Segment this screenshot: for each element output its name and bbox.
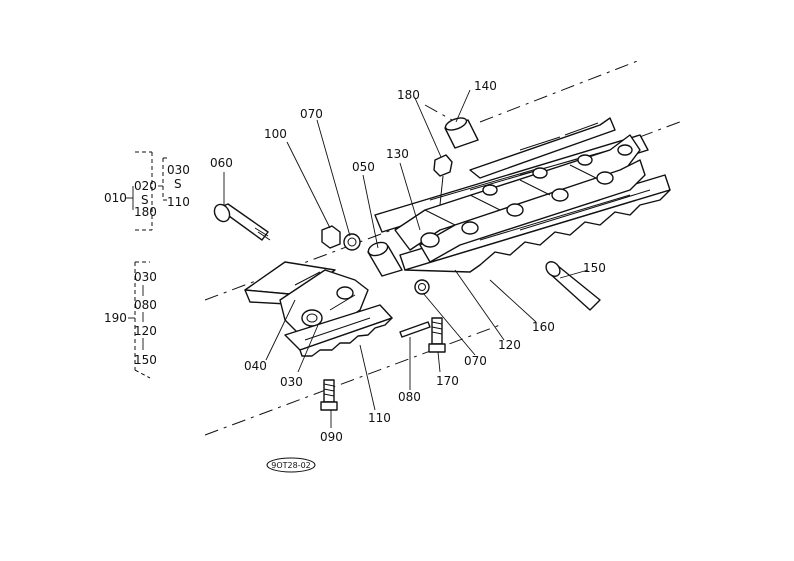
pin-150 xyxy=(545,261,601,311)
callout-bracket-010 xyxy=(126,151,170,231)
callout-060: 060 xyxy=(210,156,233,170)
callout-190-080: 080 xyxy=(134,298,157,312)
callout-050: 050 xyxy=(352,160,375,174)
callout-100: 100 xyxy=(264,127,287,141)
callout-170: 170 xyxy=(436,374,459,388)
callout-020: 020 xyxy=(134,179,157,193)
master-link-assembly xyxy=(244,261,393,357)
callout-070-lower: 070 xyxy=(464,354,487,368)
callout-120: 120 xyxy=(498,338,521,352)
callout-030-110: 110 xyxy=(167,195,190,209)
cotter-pin-080 xyxy=(399,321,431,338)
callout-160: 160 xyxy=(532,320,555,334)
callout-130: 130 xyxy=(386,147,409,161)
callout-040: 040 xyxy=(244,359,267,373)
callout-090: 090 xyxy=(320,430,343,444)
callout-150: 150 xyxy=(583,261,606,275)
callout-190: 190 xyxy=(104,311,127,325)
callout-080: 080 xyxy=(398,390,421,404)
nut-180 xyxy=(433,154,453,206)
leader-lines xyxy=(223,89,589,428)
callout-030-top: 030 xyxy=(167,163,190,177)
pin-060 xyxy=(213,203,271,241)
washer-070-upper xyxy=(343,233,361,251)
callout-190-120: 120 xyxy=(134,324,157,338)
bolt-170 xyxy=(428,317,446,353)
callout-030: 030 xyxy=(280,375,303,389)
drawing-stamp-text: 9OT28-02 xyxy=(271,461,311,470)
callout-020-180: 180 xyxy=(134,205,157,219)
nut-100 xyxy=(321,225,341,249)
track-chain-assembly xyxy=(374,117,671,273)
callout-180: 180 xyxy=(397,88,420,102)
callout-070-upper: 070 xyxy=(300,107,323,121)
callout-030-s: S xyxy=(174,177,182,191)
callout-190-150: 150 xyxy=(134,353,157,367)
callout-labels: 010 020 S 180 030 S 110 060 100 070 050 … xyxy=(104,79,606,444)
pin-140 xyxy=(444,117,479,149)
callout-010: 010 xyxy=(104,191,127,205)
chain-bushings xyxy=(420,144,633,248)
washer-070-lower xyxy=(414,279,430,295)
bushing-050 xyxy=(367,241,403,277)
callout-110: 110 xyxy=(368,411,391,425)
callout-bracket-190 xyxy=(128,261,151,379)
callout-190-030: 030 xyxy=(134,270,157,284)
callout-140: 140 xyxy=(474,79,497,93)
bolt-090 xyxy=(320,379,338,411)
drawing-stamp: 9OT28-02 xyxy=(266,457,316,473)
callout-020-s: S xyxy=(141,193,149,207)
